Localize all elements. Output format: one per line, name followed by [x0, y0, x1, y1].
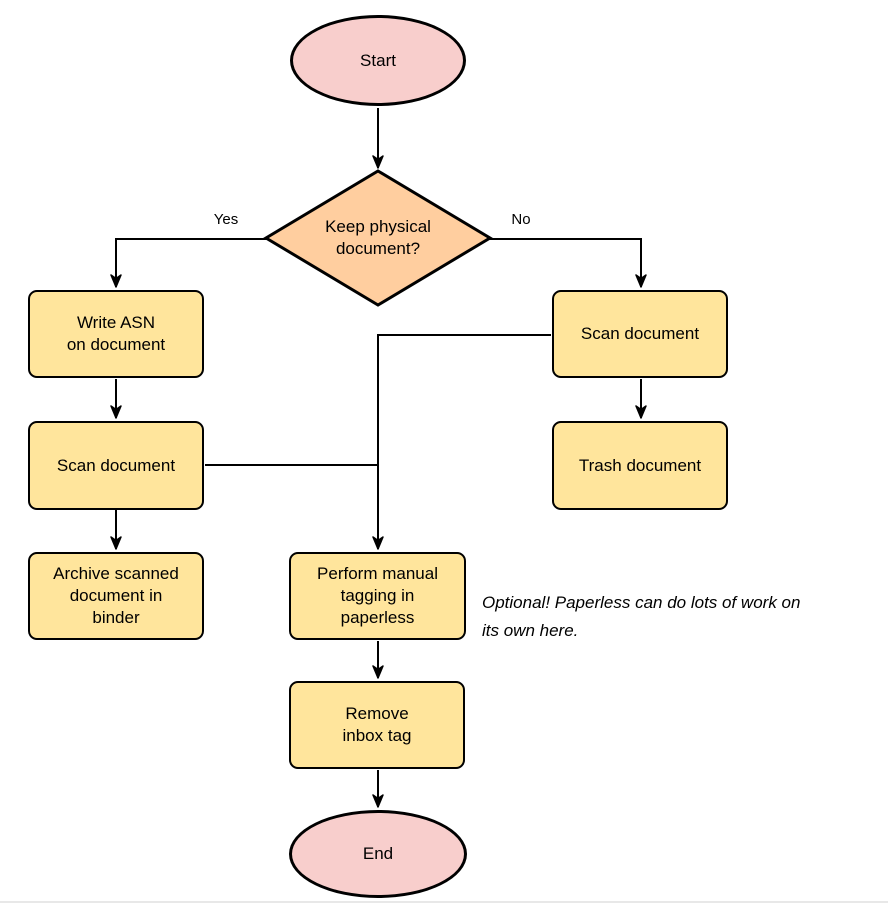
decision-node-label: Keep physical document? — [325, 217, 431, 258]
edge-scan-right-to-tagging — [372, 334, 551, 550]
yes-edge-label: Yes — [213, 211, 239, 228]
scan-document-left-node: Scan document — [28, 421, 204, 510]
perform-tagging-label: Perform manual tagging in paperless — [317, 564, 438, 627]
trash-document-node: Trash document — [552, 421, 728, 510]
archive-node-label: Archive scanned document in binder — [53, 564, 179, 627]
start-node-label: Start — [360, 50, 396, 70]
scan-document-right-node: Scan document — [552, 290, 728, 378]
decision-node: Keep physical document? — [266, 171, 490, 305]
decision-diamond-shape — [263, 169, 493, 307]
end-node-label: End — [362, 844, 394, 863]
write-asn-node: Write ASN on document — [28, 290, 204, 378]
edge-decision-yes-to-write-asn — [110, 238, 267, 288]
scan-document-right-label: Scan document — [580, 324, 700, 343]
bottom-divider — [0, 901, 888, 903]
trash-document-label: Trash document — [578, 455, 702, 475]
archive-node: Archive scanned document in binder — [28, 552, 204, 640]
write-asn-node-label: Write ASN on document — [66, 313, 166, 354]
start-node: Start — [290, 15, 466, 106]
optional-note: Optional! Paperless can do lots of work … — [482, 593, 801, 640]
remove-inbox-tag-node: Remove inbox tag — [289, 681, 465, 769]
perform-tagging-node: Perform manual tagging in paperless — [289, 552, 466, 640]
scan-document-left-label: Scan document — [56, 455, 176, 475]
remove-inbox-tag-label: Remove inbox tag — [342, 704, 412, 745]
edge-decision-no-to-scan-right — [489, 238, 647, 288]
no-edge-label: No — [511, 211, 531, 228]
end-node: End — [289, 810, 467, 898]
